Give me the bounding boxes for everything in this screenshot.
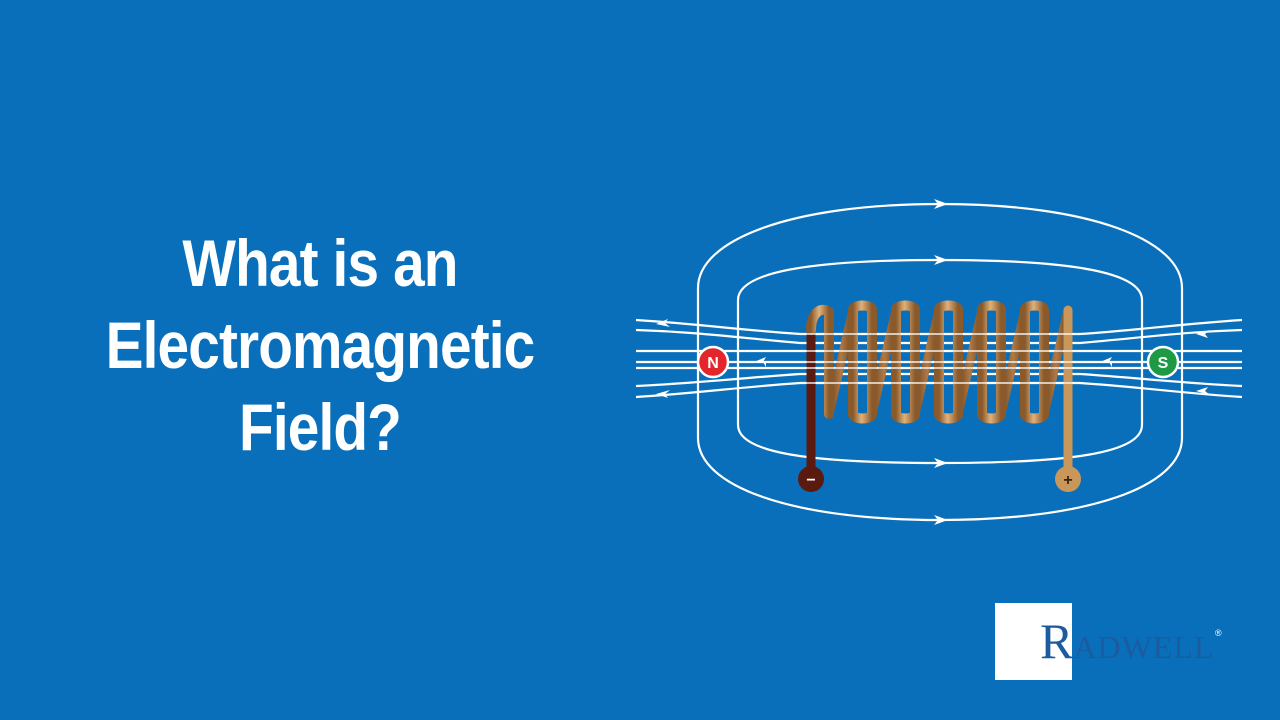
south-pole-marker: S bbox=[1146, 345, 1180, 379]
arrow-right-3 bbox=[1100, 357, 1112, 367]
logo-rest: ADWELL bbox=[1073, 629, 1215, 665]
title-line-3: Field? bbox=[239, 390, 402, 464]
negative-terminal: − bbox=[798, 466, 824, 492]
field-loop-outer bbox=[696, 202, 1184, 522]
south-pole-label: S bbox=[1158, 355, 1169, 372]
arrow-top-inner bbox=[934, 255, 948, 265]
north-pole-marker: N bbox=[696, 345, 730, 379]
arrow-left-2 bbox=[656, 390, 670, 398]
north-pole-circle bbox=[696, 345, 730, 379]
slide-title: What is an Electromagnetic Field? bbox=[40, 222, 600, 468]
arrow-right-1 bbox=[1196, 330, 1210, 338]
field-loop-inner bbox=[736, 258, 1144, 465]
logo-background bbox=[995, 603, 1072, 680]
logo-initial: R bbox=[1040, 613, 1074, 669]
electromagnet-diagram: N S − + bbox=[635, 199, 1243, 525]
arrow-bottom-outer bbox=[934, 515, 948, 525]
title-line-1: What is an bbox=[182, 226, 458, 300]
arrow-top-outer bbox=[934, 199, 948, 209]
positive-terminal: + bbox=[1055, 466, 1081, 492]
title-line-2: Electromagnetic bbox=[105, 308, 536, 382]
south-pole-circle bbox=[1146, 345, 1180, 379]
radwell-logo: RADWELL bbox=[1040, 616, 1214, 666]
field-arrows bbox=[656, 199, 1210, 525]
coil-front bbox=[806, 300, 1049, 424]
field-lines-front bbox=[800, 333, 1080, 384]
arrow-right-2 bbox=[1196, 387, 1210, 395]
north-pole-label: N bbox=[707, 355, 719, 372]
arrow-left-3 bbox=[754, 357, 766, 367]
positive-terminal-circle bbox=[1055, 466, 1081, 492]
logo-registered-mark: ® bbox=[1215, 628, 1222, 638]
arrow-bottom-inner bbox=[934, 458, 948, 468]
positive-terminal-label: + bbox=[1063, 472, 1072, 489]
negative-terminal-label: − bbox=[806, 472, 815, 489]
negative-terminal-circle bbox=[798, 466, 824, 492]
arrow-left-1 bbox=[656, 319, 670, 327]
